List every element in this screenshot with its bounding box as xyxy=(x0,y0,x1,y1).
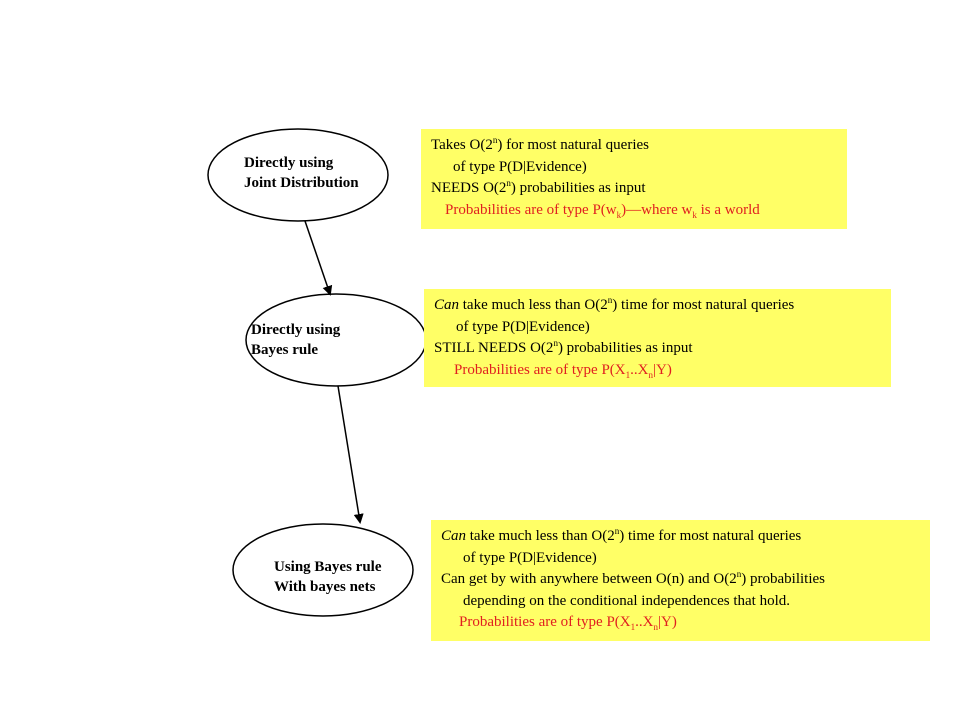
note-nets-line1: Can take much less than O(2n) time for m… xyxy=(441,526,802,545)
arrow-joint-to-bayes xyxy=(304,220,333,296)
node-joint-ellipse xyxy=(207,128,389,222)
node-joint-line1: Directly using xyxy=(244,155,334,171)
note-nets: Can take much less than O(2n) time for m… xyxy=(431,520,930,641)
arrow-bayes-to-nets xyxy=(337,385,364,524)
note-joint-line2: of type P(D|Evidence) xyxy=(453,158,587,175)
note-joint-line1: Takes O(2n) for most natural queries xyxy=(431,135,649,154)
node-nets-line2: With bayes nets xyxy=(274,579,376,595)
note-nets-line5: Probabilities are of type P(X1..Xn|Y) xyxy=(459,614,677,632)
node-nets-label: Using Bayes rule With bayes nets xyxy=(274,557,382,597)
node-nets-ellipse xyxy=(232,523,414,617)
node-joint-line2: Joint Distribution xyxy=(244,175,359,191)
note-joint-line4: Probabilities are of type P(wk)—where wk… xyxy=(445,201,760,220)
node-joint-label: Directly using Joint Distribution xyxy=(244,153,359,193)
note-nets-line2: of type P(D|Evidence) xyxy=(463,549,597,566)
note-bayes-line1: Can take much less than O(2n) time for m… xyxy=(434,295,795,314)
note-nets-line4: depending on the conditional independenc… xyxy=(463,592,790,609)
note-joint-line3: NEEDS O(2n) probabilities as input xyxy=(431,178,646,197)
note-bayes: Can take much less than O(2n) time for m… xyxy=(424,289,891,387)
node-nets-line1: Using Bayes rule xyxy=(274,559,382,575)
note-joint: Takes O(2n) for most natural queries of … xyxy=(421,129,847,229)
note-bayes-line3: STILL NEEDS O(2n) probabilities as input xyxy=(434,338,693,357)
node-bayes-line2: Bayes rule xyxy=(251,342,319,358)
node-bayes-line1: Directly using xyxy=(251,322,341,338)
note-bayes-line2: of type P(D|Evidence) xyxy=(456,318,590,335)
note-nets-line3: Can get by with anywhere between O(n) an… xyxy=(441,569,825,588)
node-bayes-label: Directly using Bayes rule xyxy=(251,320,340,360)
note-bayes-line4: Probabilities are of type P(X1..Xn|Y) xyxy=(454,361,672,380)
